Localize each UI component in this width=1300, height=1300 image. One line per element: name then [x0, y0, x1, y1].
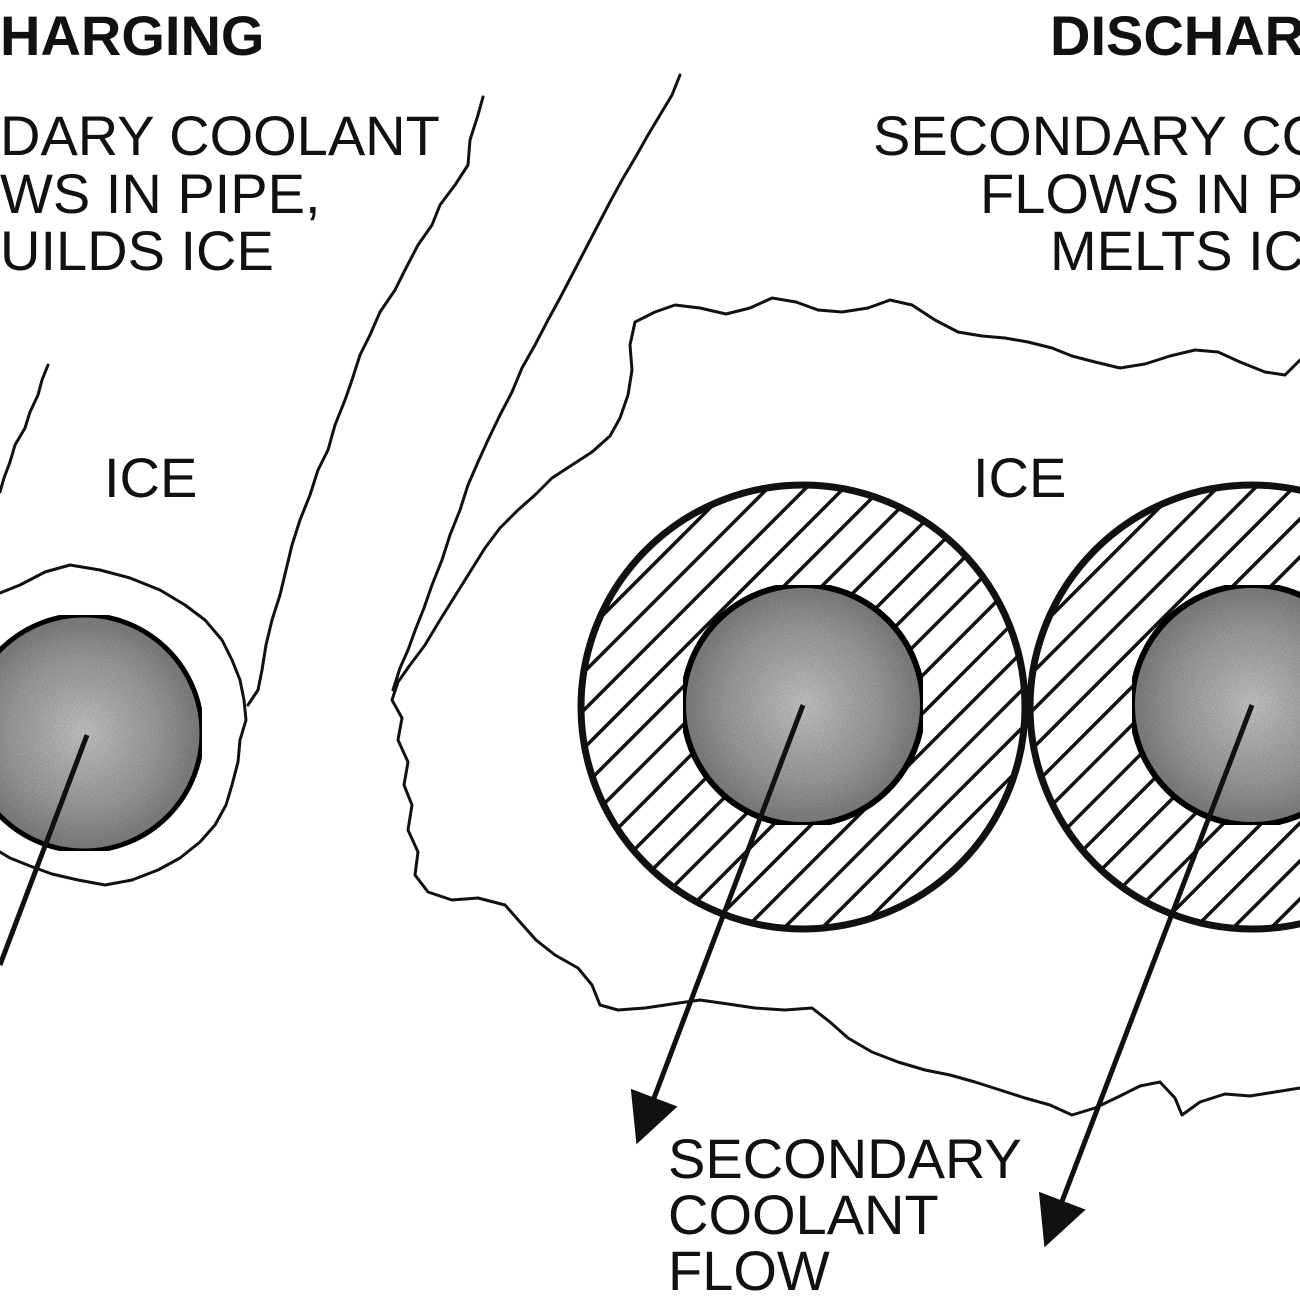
hatch-line	[1030, 485, 1184, 929]
discharging-caption-line-2: FLOWS IN P	[980, 162, 1300, 225]
charging-flow-arrow	[0, 734, 90, 966]
discharging-title: DISCHAR	[1050, 4, 1300, 67]
hatch-line	[581, 485, 697, 929]
charging-ice-label: ICE	[104, 446, 197, 509]
hatch-line	[1154, 485, 1300, 929]
hatch-line	[1030, 485, 1260, 929]
hatch-line	[581, 485, 811, 929]
pipe-1-flow-arrow	[630, 704, 806, 1145]
hatch-line	[857, 485, 1025, 929]
discharging-pipe-2	[1026, 481, 1300, 1248]
flow-label-line-2: COOLANT	[668, 1183, 939, 1246]
hatch-line	[581, 485, 583, 929]
pipe-2-flow-arrow	[1038, 704, 1255, 1248]
hatch-line	[743, 485, 1025, 929]
discharging-ice-boundary-diagonal	[391, 73, 682, 692]
hatch-line	[1078, 485, 1300, 929]
charging-coolant-pipe	[0, 612, 205, 854]
charging-ice-boundary-left	[0, 363, 50, 494]
hatch-line	[705, 485, 1025, 929]
hatch-line	[581, 485, 659, 929]
hatch-line	[781, 485, 1025, 929]
hatch-line	[581, 485, 773, 929]
hatch-line	[1030, 485, 1298, 929]
hatch-line	[581, 485, 735, 929]
pipe-2-coolant	[1129, 582, 1300, 828]
flow-label-line-1: SECONDARY	[668, 1127, 1022, 1190]
hatch-line	[1192, 485, 1300, 929]
flow-label-line-3: FLOW	[668, 1239, 830, 1300]
charging-ice-around-pipe	[0, 563, 248, 887]
hatch-line	[819, 485, 1025, 929]
hatch-line	[1030, 485, 1222, 929]
hatch-line	[581, 485, 887, 929]
discharging-ice-block-outline	[390, 296, 1300, 1117]
charging-caption-line-2: WS IN PIPE,	[0, 162, 321, 225]
charging-caption-line-3: UILDS ICE	[0, 219, 274, 282]
hatch-line	[1030, 485, 1300, 929]
discharging-ice-label: ICE	[973, 446, 1066, 509]
pipe-1-melt-boundary	[577, 481, 1029, 933]
charging-panel: HARGING DARY COOLANT WS IN PIPE, UILDS I…	[0, 4, 485, 966]
charging-ice-boundary-right	[246, 95, 485, 707]
pipe-2-melt-boundary	[1026, 481, 1300, 933]
discharging-caption-line-3: MELTS IC	[1050, 219, 1300, 282]
charging-caption-line-1: DARY COOLANT	[0, 104, 440, 167]
charging-title: HARGING	[0, 4, 264, 67]
hatch-line	[581, 485, 849, 929]
discharging-caption-line-1: SECONDARY CO	[873, 104, 1300, 167]
